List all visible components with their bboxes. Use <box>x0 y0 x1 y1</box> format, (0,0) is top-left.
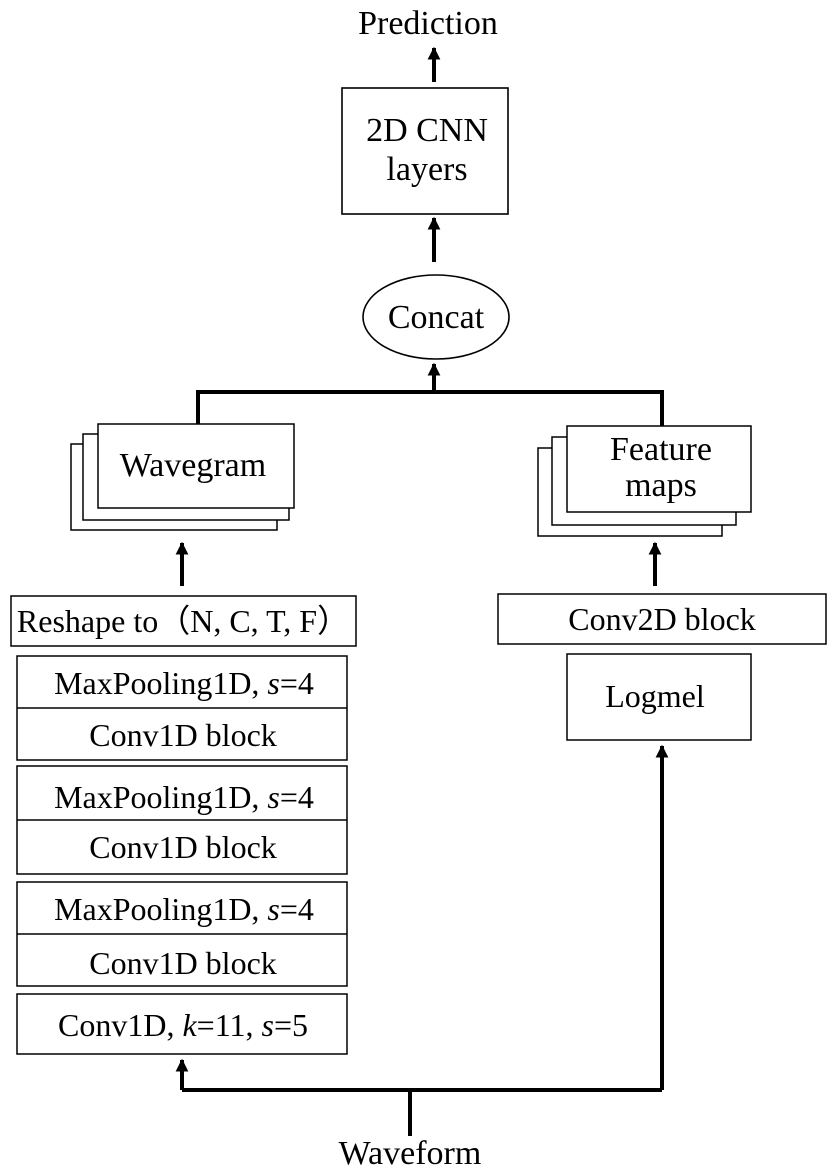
conv1d-block-label-3: Conv1D block <box>89 945 277 981</box>
wavegram-label: Wavegram <box>120 447 266 484</box>
concat-label: Concat <box>388 299 485 336</box>
conv1d-block-label-1: Conv1D block <box>89 717 277 753</box>
feature-maps-line1: Feature <box>610 431 712 468</box>
reshape-box <box>10 595 357 647</box>
waveform-label: Waveform <box>339 1135 482 1172</box>
prediction-label: Prediction <box>358 5 498 42</box>
cnn-layers-line1: 2D CNN <box>366 112 488 149</box>
conv1d-first-box <box>16 993 348 1055</box>
cnn-layers-line2: layers <box>386 151 467 188</box>
reshape-label: Reshape to（N, C, T, F） <box>17 603 349 639</box>
feature-maps-line2: maps <box>625 467 697 504</box>
maxpool-label-1: MaxPooling1D, s=4 <box>54 665 314 701</box>
logmel-label: Logmel <box>605 678 705 714</box>
feature-maps-box <box>566 425 752 513</box>
maxpool-label-3: MaxPooling1D, s=4 <box>54 891 314 927</box>
merge-connector <box>196 390 664 428</box>
conv1d-block-label-2: Conv1D block <box>89 829 277 865</box>
logmel-box <box>566 653 752 741</box>
conv2d-block-box <box>497 593 827 645</box>
conv1d-first-label: Conv1D, k=11, s=5 <box>58 1007 308 1043</box>
concat-node <box>362 274 510 360</box>
cnn-layers-box <box>341 87 509 215</box>
conv2d-block-label: Conv2D block <box>568 601 756 637</box>
maxpool-label-2: MaxPooling1D, s=4 <box>54 779 314 815</box>
wavegram-box <box>97 423 295 509</box>
